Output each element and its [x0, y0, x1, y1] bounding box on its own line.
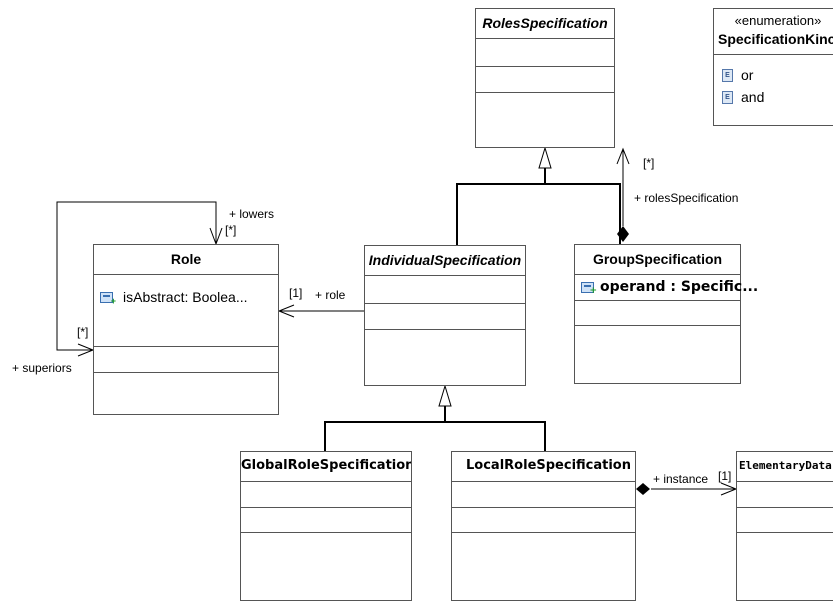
compartment-divider	[365, 275, 525, 276]
attribute-label: operand : Specific...	[600, 279, 759, 295]
generalization-to-individual-specification	[324, 421, 546, 451]
enum-stereotype: «enumeration»	[734, 13, 822, 28]
group-attribute-operand[interactable]: + operand : Specific...	[581, 279, 758, 295]
compartment-divider	[94, 346, 278, 347]
compartment-divider	[714, 54, 833, 55]
group-specification-class[interactable]: GroupSpecification + operand : Specific.…	[574, 244, 758, 384]
enum-literal-or: E or	[722, 67, 753, 83]
attribute-label: isAbstract: Boolea...	[123, 289, 248, 305]
compartment-divider	[365, 329, 525, 330]
instance-multiplicity: [1]	[718, 469, 732, 483]
compartment-divider	[94, 372, 278, 373]
class-name: SpecificationKinc	[718, 31, 833, 47]
lowers-label: + lowers	[229, 207, 275, 221]
global-role-specification-class[interactable]: GlobalRoleSpecification	[240, 451, 412, 601]
generalization-to-roles-specification	[456, 183, 621, 245]
compartment-divider	[241, 507, 411, 508]
compartment-divider	[476, 66, 614, 67]
role-class[interactable]: Role + isAbstract: Boolea...	[93, 244, 279, 415]
class-name: GroupSpecification	[592, 251, 723, 267]
compartment-divider	[241, 532, 411, 533]
compartment-divider	[94, 274, 278, 275]
compartment-divider	[452, 532, 635, 533]
instance-label: + instance	[653, 472, 709, 486]
role-attribute-is-abstract[interactable]: + isAbstract: Boolea...	[100, 289, 248, 305]
roles-specification-label: + rolesSpecification	[634, 191, 739, 205]
class-name: ElementaryData	[739, 459, 832, 472]
roles-specification-multiplicity: [*]	[643, 156, 655, 170]
generalization-arrowhead-2	[438, 384, 452, 407]
attribute-icon: +	[100, 291, 116, 305]
role-self-association	[56, 201, 217, 351]
individual-specification-class[interactable]: IndividualSpecification	[364, 245, 526, 386]
roles-specification-diamond	[617, 226, 629, 242]
enum-literal-icon: E	[722, 68, 733, 82]
compartment-divider	[241, 481, 411, 482]
enum-literal-icon: E	[722, 90, 733, 104]
class-name: GlobalRoleSpecification	[241, 458, 411, 473]
attribute-icon: +	[581, 281, 597, 295]
compartment-divider	[575, 325, 740, 326]
class-name: Role	[170, 251, 202, 267]
compartment-divider	[452, 481, 635, 482]
compartment-divider	[452, 507, 635, 508]
role-arrowhead	[277, 304, 295, 318]
compartment-divider	[476, 38, 614, 39]
class-name: LocalRoleSpecification	[466, 458, 631, 473]
enum-literal-and: E and	[722, 89, 764, 105]
compartment-divider	[575, 300, 740, 301]
class-name: RolesSpecification	[482, 15, 608, 31]
role-multiplicity: [1]	[289, 286, 303, 300]
elementary-data-class[interactable]: ElementaryData	[736, 451, 833, 601]
compartment-divider	[737, 481, 833, 482]
superiors-multiplicity: [*]	[77, 325, 89, 339]
superiors-label: + superiors	[12, 361, 72, 375]
compartment-divider	[575, 274, 740, 275]
compartment-divider	[737, 532, 833, 533]
local-role-specification-class[interactable]: LocalRoleSpecification	[451, 451, 636, 601]
compartment-divider	[737, 507, 833, 508]
instance-diamond	[636, 483, 650, 495]
class-name: IndividualSpecification	[368, 252, 522, 268]
role-label: + role	[315, 288, 346, 302]
compartment-divider	[365, 303, 525, 304]
compartment-divider	[476, 92, 614, 93]
enum-literal-label: or	[741, 67, 754, 83]
roles-specification-class[interactable]: RolesSpecification	[475, 8, 615, 148]
specification-kind-enum[interactable]: «enumeration» SpecificationKinc E or E a…	[713, 8, 833, 126]
roles-specification-arrowhead	[616, 147, 630, 165]
generalization-arrowhead	[538, 146, 552, 169]
enum-literal-label: and	[741, 89, 765, 105]
lowers-multiplicity: [*]	[225, 223, 237, 237]
